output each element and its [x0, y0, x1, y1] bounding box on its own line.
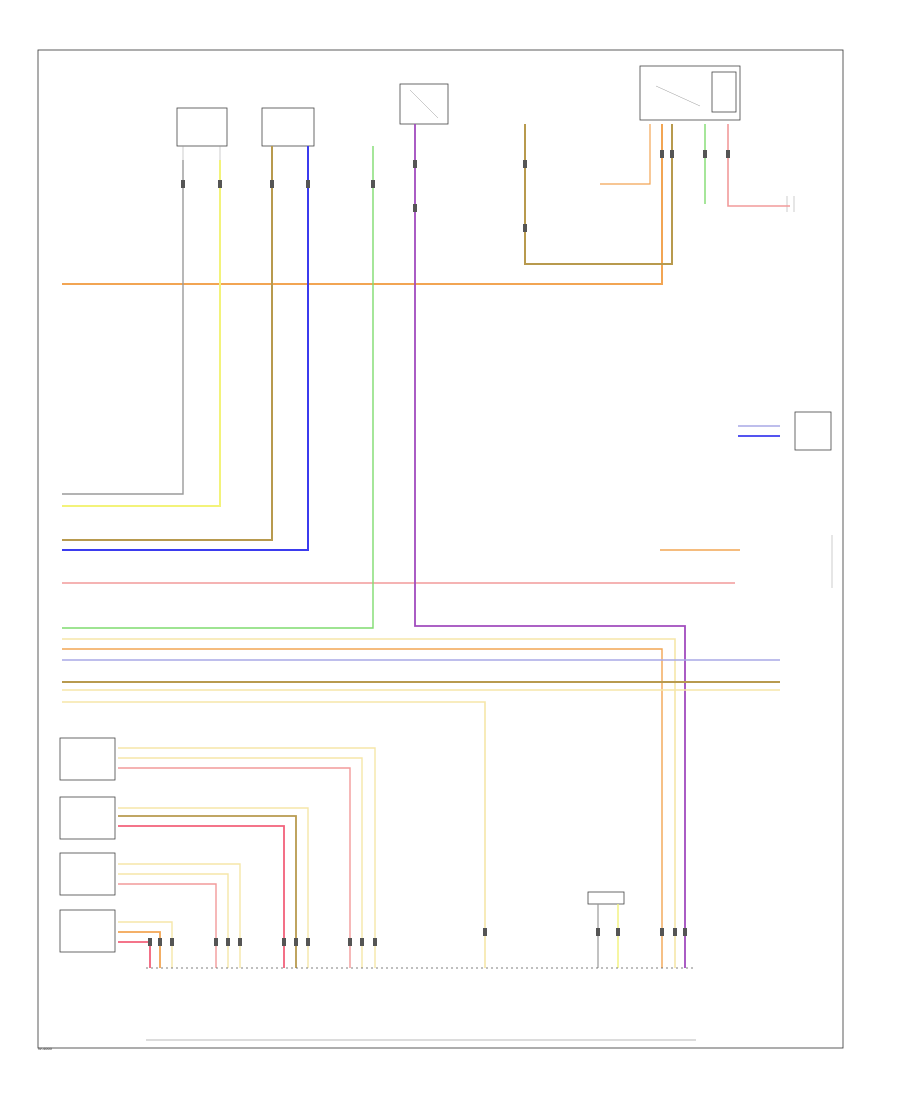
control-module-connector [146, 967, 696, 1041]
wire-blue [62, 146, 309, 551]
component-top-left-2 [261, 107, 315, 147]
sensor-1 [59, 737, 116, 781]
diagram-code: W-4660 [38, 1046, 52, 1051]
wire-yellow [62, 160, 221, 507]
wire-right-mid [660, 425, 780, 551]
pin-markers [148, 150, 730, 946]
wire-violet [414, 124, 686, 968]
wire-gray [62, 160, 184, 495]
component-right-ground [786, 196, 795, 212]
sensor-4 [59, 909, 116, 953]
diagram-frame [37, 49, 844, 1049]
component-top-center-1 [399, 83, 449, 125]
wire-tan-lower [62, 681, 780, 968]
component-right-mid-connector [794, 411, 832, 451]
component-top-right-relay [639, 65, 741, 121]
sensor-2 [59, 796, 116, 840]
wire-sensor-2 [118, 807, 309, 968]
wire-sensor-3 [118, 863, 241, 968]
wire-pink [62, 124, 790, 584]
wire-orange-lower [62, 648, 663, 968]
wire-tan [62, 146, 273, 541]
wire-sensor-4 [118, 921, 173, 968]
wire-green [62, 124, 706, 629]
wire-sensor-1 [118, 747, 376, 968]
component-top-left-1 [176, 107, 228, 160]
wire-light-yellow [62, 638, 676, 968]
sensor-3 [59, 852, 116, 896]
wire-orange-main [62, 124, 673, 285]
